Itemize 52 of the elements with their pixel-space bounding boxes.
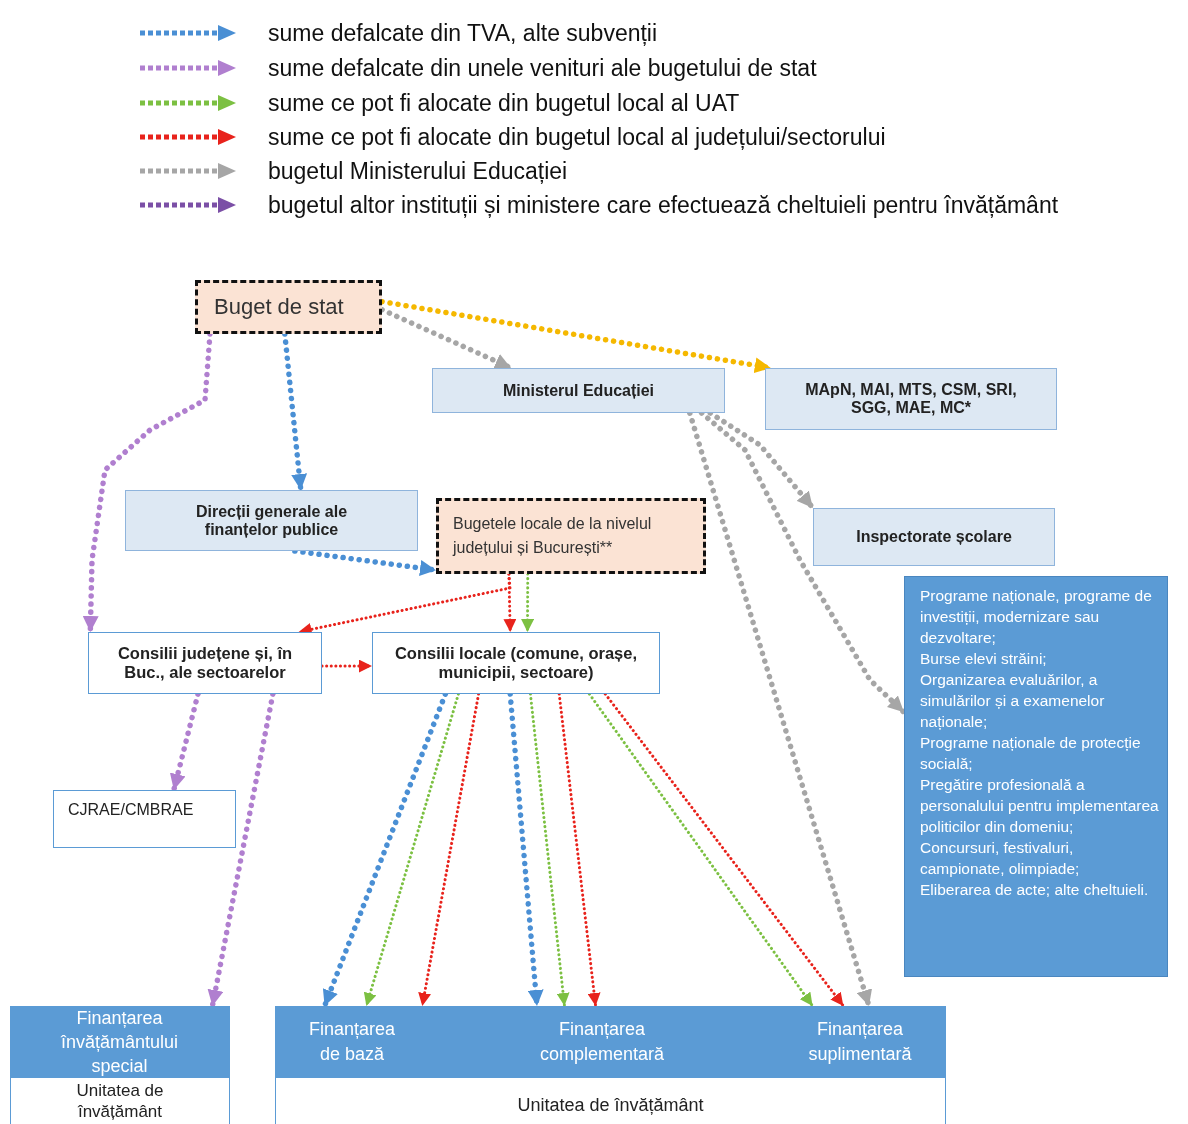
center-box <box>53 790 236 848</box>
node-label: Direcții generale ale finanțelor publice <box>194 502 349 539</box>
legend-label: sume defalcate din TVA, alte subvenții <box>268 19 658 47</box>
node-label: Burse elevi străini; <box>920 649 1047 669</box>
legend-label: sume ce pot fi alocate din bugetul local al UAT <box>268 89 740 117</box>
school-unit-box <box>10 1006 230 1124</box>
band-label: Finanțarea învățământului special <box>59 1006 180 1078</box>
node-label: Consilii locale (comune, orașe, municipii, sectoare) <box>393 644 639 682</box>
band-label: Finanțarea suplimentară <box>807 1017 913 1066</box>
council-box <box>372 632 660 694</box>
node-label: MApN, MAI, MTS, CSM, SRI, SGG, MAE, MC* <box>804 381 1018 417</box>
school-unit-box <box>275 1006 946 1124</box>
arrow <box>587 692 815 1008</box>
funding-band <box>9 1005 230 1078</box>
node-label: Unitatea de învățământ <box>75 1080 165 1122</box>
arrow <box>557 692 601 1008</box>
legend-label: bugetul Ministerului Educației <box>268 157 568 185</box>
budget-box <box>195 280 382 334</box>
node-label: Inspectorate școlare <box>856 528 1012 546</box>
node-label: CJRAE/CMBRAE <box>68 801 194 819</box>
funding-band <box>774 1005 946 1078</box>
node-label: Eliberarea de acte; alte cheltuieli. <box>920 880 1149 900</box>
node-label: Ministerul Educației <box>502 381 655 400</box>
legend-label: sume ce pot fi alocate din bugetul local al județului/sectorului <box>268 123 886 151</box>
legend-label: bugetul altor instituții și ministere care efectuează cheltuieli pentru învățământ <box>268 191 1059 219</box>
node-label: Programe naționale, programe de investiții, modernizare sau dezvoltare; <box>920 586 1153 648</box>
institution-box <box>432 368 725 413</box>
funding-band <box>274 1005 430 1078</box>
node-label: Bugetele locale de la nivelul județului și București** <box>453 514 653 558</box>
node-label: Programe naționale de protecție socială; <box>920 733 1142 774</box>
council-box <box>88 632 322 694</box>
node-label: Buget de stat <box>214 294 344 320</box>
node-label: Organizarea evaluărilor, a simulărilor și a examenelor naționale; <box>920 670 1106 732</box>
expense-list-box <box>904 576 1168 977</box>
node-label: Unitatea de învățământ <box>517 1095 704 1116</box>
arrow <box>528 692 570 1008</box>
institution-box <box>765 368 1057 430</box>
band-label: Finanțarea de bază <box>307 1017 397 1066</box>
arrow <box>363 692 460 1008</box>
budget-box <box>436 498 706 574</box>
node-label: Pregătire profesională a personalului pentru implementarea politicilor din domeniu; <box>920 775 1160 837</box>
institution-box <box>125 490 418 551</box>
arrow <box>418 692 481 1008</box>
legend-label: sume defalcate din unele venituri ale bugetului de stat <box>268 54 817 82</box>
node-label: Concursuri, festivaluri, campionate, olimpiade; <box>920 838 1081 879</box>
arrow <box>503 572 517 634</box>
band-label: Finanțarea complementară <box>538 1017 666 1066</box>
arrow <box>320 659 374 673</box>
institution-box <box>813 508 1055 566</box>
arrow <box>603 692 845 1008</box>
arrow <box>521 572 535 634</box>
node-label: Consilii județene și, în Buc., ale sectoarelor <box>116 644 294 682</box>
